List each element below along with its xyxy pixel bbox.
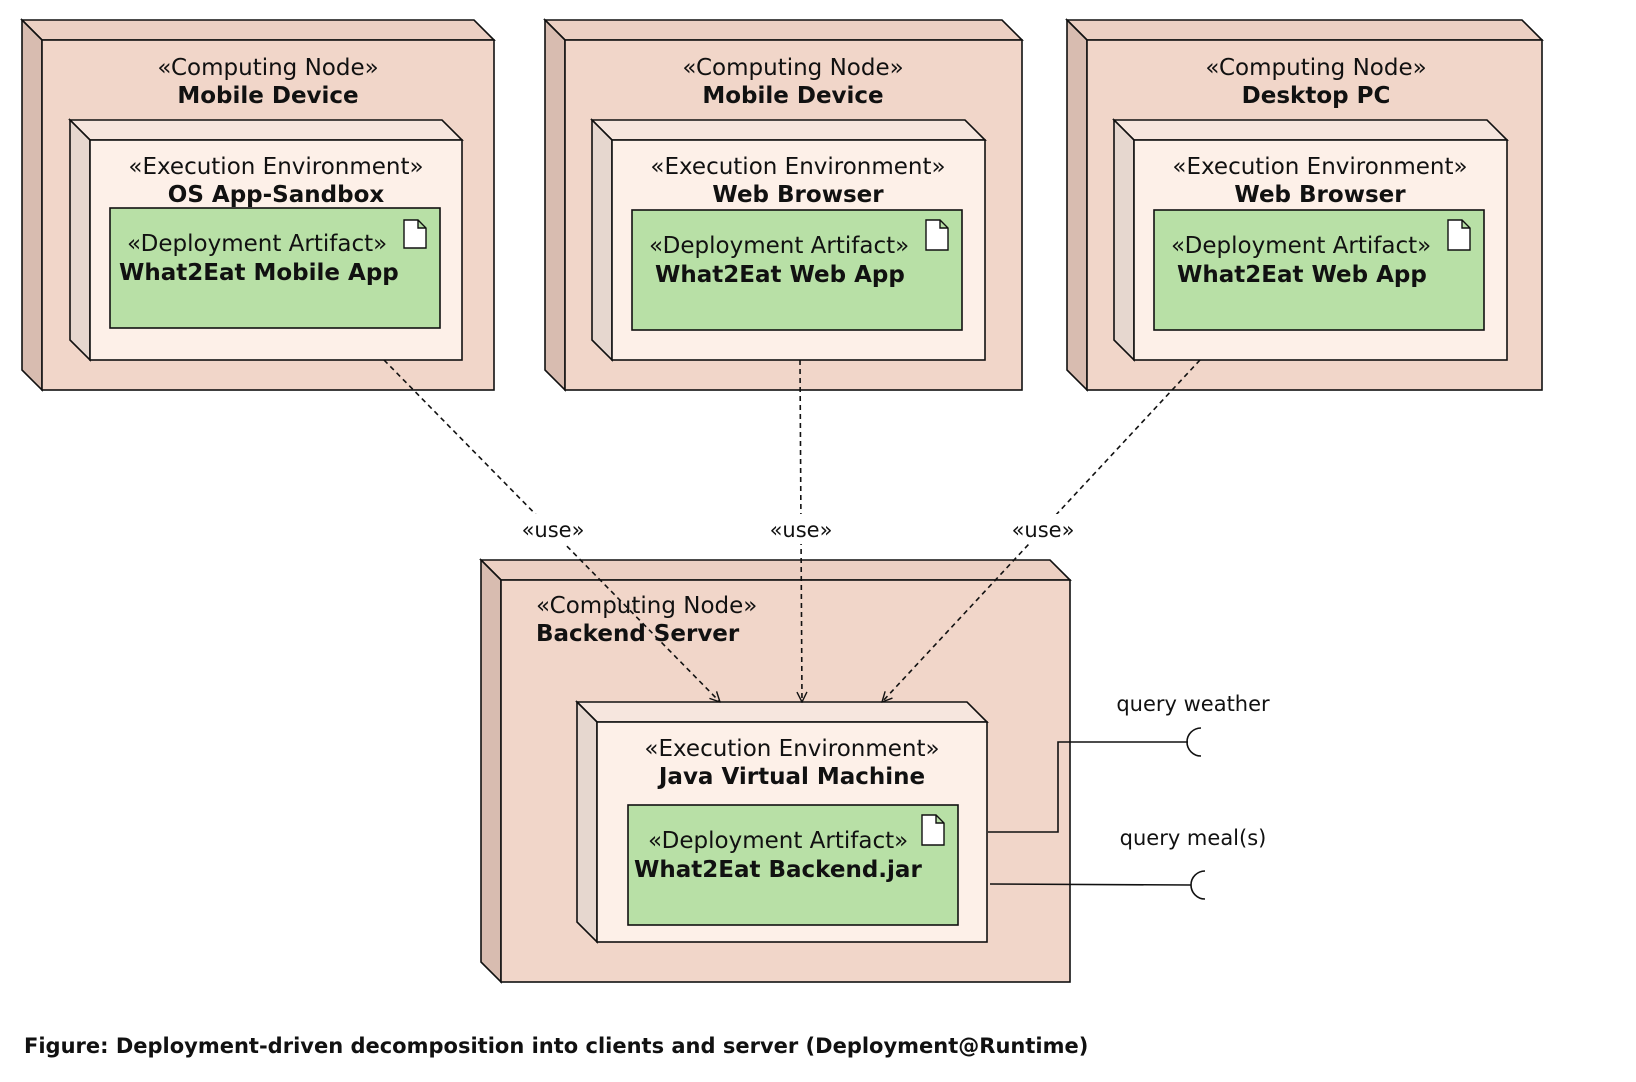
environment-stereotype: «Execution Environment» xyxy=(644,736,939,762)
client-node-desktop-web: «Computing Node» Desktop PC «Execution E… xyxy=(1065,18,1544,392)
document-icon xyxy=(921,814,945,846)
use-dependency-mobile-app: «use» xyxy=(383,359,720,702)
environment-name: OS App-Sandbox xyxy=(168,182,385,208)
label-background xyxy=(514,514,592,544)
interface-label: query weather xyxy=(1116,692,1270,716)
dependency-label: «use» xyxy=(522,518,585,542)
server-node-backend: «Computing Node» Backend Server «Executi… xyxy=(479,558,1072,984)
socket-icon xyxy=(1186,727,1202,757)
document-icon xyxy=(403,219,427,249)
node-stereotype: «Computing Node» xyxy=(536,593,757,619)
document-icon xyxy=(1447,219,1471,251)
environment-stereotype: «Execution Environment» xyxy=(650,154,945,180)
environment-name: Web Browser xyxy=(712,182,884,208)
figure-caption: Figure: Deployment-driven decomposition … xyxy=(24,1034,1088,1058)
artifact-name: What2Eat Web App xyxy=(655,262,905,288)
document-icon xyxy=(925,219,949,251)
environment-stereotype: «Execution Environment» xyxy=(1172,154,1467,180)
artifact-name: What2Eat Web App xyxy=(1177,262,1427,288)
node-stereotype: «Computing Node» xyxy=(157,55,378,81)
artifact-box xyxy=(627,804,959,926)
dependency-label: «use» xyxy=(1012,518,1075,542)
node-stereotype: «Computing Node» xyxy=(1205,55,1426,81)
node-name: Desktop PC xyxy=(1242,83,1391,109)
node-name: Mobile Device xyxy=(702,83,883,109)
artifact-box xyxy=(1153,209,1485,331)
artifact-stereotype: «Deployment Artifact» xyxy=(649,233,909,259)
artifact-name: What2Eat Mobile App xyxy=(119,260,399,286)
node-name: Backend Server xyxy=(536,621,740,647)
environment-name: Java Virtual Machine xyxy=(657,764,925,790)
artifact-stereotype: «Deployment Artifact» xyxy=(127,231,387,257)
environment-stereotype: «Execution Environment» xyxy=(128,154,423,180)
use-dependency-mobile-web: «use» xyxy=(762,359,840,702)
client-node-mobile-web: «Computing Node» Mobile Device «Executio… xyxy=(543,18,1024,392)
artifact-name: What2Eat Backend.jar xyxy=(634,857,922,883)
environment-name: Web Browser xyxy=(1234,182,1406,208)
required-interface-query-weather: query weather xyxy=(988,692,1270,833)
artifact-stereotype: «Deployment Artifact» xyxy=(1171,233,1431,259)
required-interface-query-meals: query meal(s) xyxy=(989,826,1267,900)
artifact-box xyxy=(109,207,441,329)
client-node-mobile-app: «Computing Node» Mobile Device «Executio… xyxy=(20,18,496,392)
node-stereotype: «Computing Node» xyxy=(682,55,903,81)
artifact-box xyxy=(631,209,963,331)
artifact-stereotype: «Deployment Artifact» xyxy=(648,828,908,854)
label-background xyxy=(762,514,840,544)
label-background xyxy=(1004,514,1082,544)
dependency-label: «use» xyxy=(770,518,833,542)
use-dependency-desktop-web: «use» xyxy=(882,359,1201,702)
node-name: Mobile Device xyxy=(177,83,358,109)
interface-label: query meal(s) xyxy=(1120,826,1267,850)
socket-icon xyxy=(1190,870,1206,900)
